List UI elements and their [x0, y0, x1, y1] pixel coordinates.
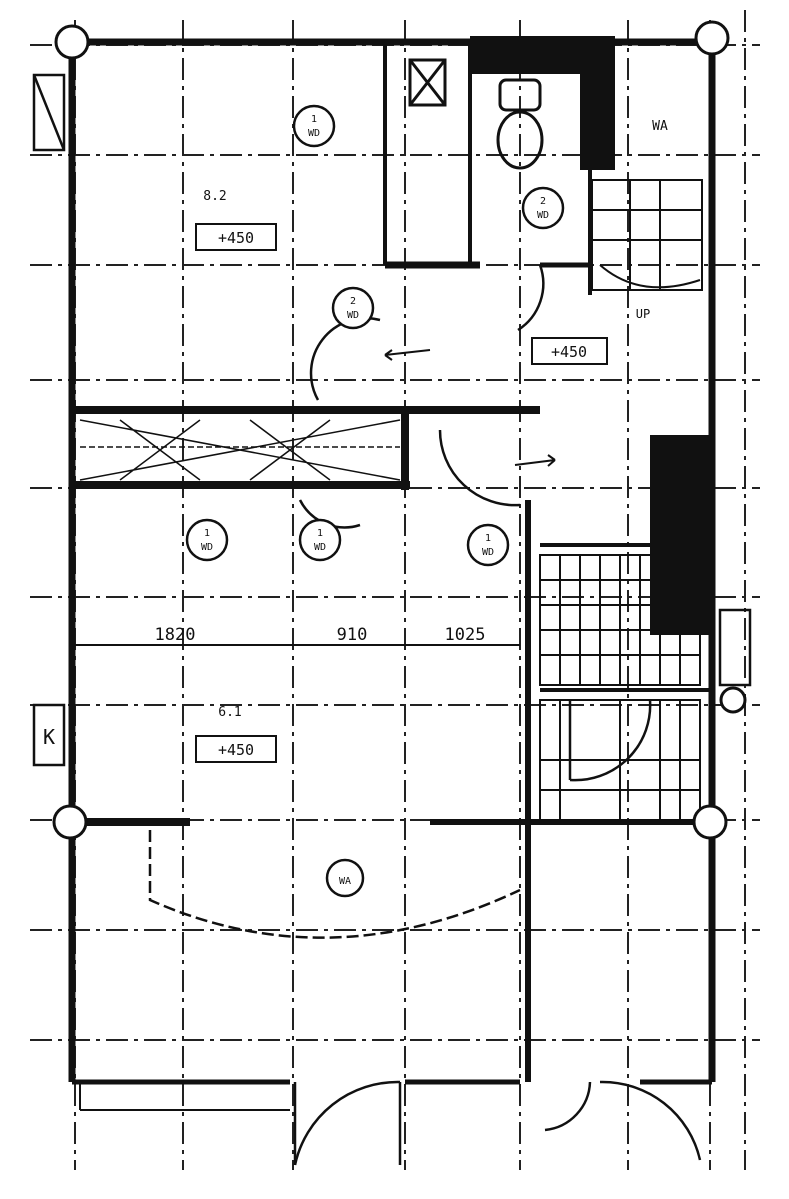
interior-walls [72, 42, 712, 826]
column-markers [52, 20, 747, 840]
corner-mark: WA [652, 119, 668, 134]
dim-left: 1820 [155, 625, 196, 645]
level-lower: +450 [218, 741, 254, 759]
toilet-sink [408, 58, 544, 170]
tag-code: WD [201, 542, 213, 553]
tag-number: 1 [485, 533, 491, 544]
stairs [591, 179, 703, 291]
k-marker: K [43, 725, 55, 749]
arrows [384, 349, 556, 467]
tag-circles [185, 104, 565, 898]
exterior-walls [68, 38, 716, 1111]
dim-mid: 910 [337, 625, 368, 645]
level-upper: +450 [218, 229, 254, 247]
tag-number: 1 [311, 114, 317, 125]
tag-code: WA [339, 876, 351, 887]
tag-number: 2 [540, 196, 546, 207]
tag-code: WD [482, 547, 494, 558]
tag-code: WD [308, 128, 320, 139]
up-mark: UP [636, 307, 650, 321]
corridor-hatch [79, 419, 401, 481]
tag-number: 2 [350, 296, 356, 307]
room-label-lower: 6.1 [218, 705, 241, 720]
door-swings [148, 264, 702, 1166]
tag-code: WD [314, 542, 326, 553]
tag-texts: 1 WD 2 WD 2 WD 1 WD 1 WD 1 WD WA [201, 114, 549, 887]
level-mid: +450 [551, 343, 587, 361]
tag-number: 1 [204, 528, 210, 539]
tag-number: 1 [317, 528, 323, 539]
tag-code: WD [537, 210, 549, 221]
tile-grid [539, 554, 701, 821]
dim-right: 1025 [445, 625, 486, 645]
level-boxes [195, 223, 608, 763]
side-markers [32, 73, 752, 767]
room-label-upper: 8.2 [203, 189, 226, 204]
tag-code: WD [347, 310, 359, 321]
